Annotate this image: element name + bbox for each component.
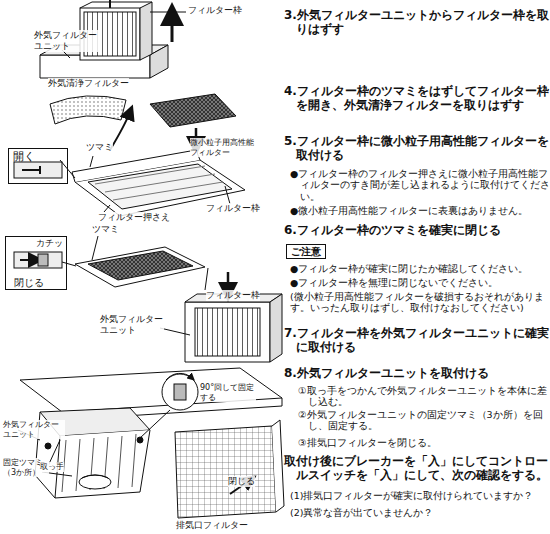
part-label: 外気フィルターユニット <box>100 314 164 336</box>
part-label: 90°回して固定する <box>200 383 256 402</box>
part-label: 取っ手 <box>40 462 64 472</box>
part-label: 排気口フィルター <box>176 520 248 531</box>
part-label: フィルター枠 <box>206 290 260 301</box>
caution-box: ご注意 <box>286 244 326 259</box>
instruction-text: ●フィルター枠を無理に閉じないでください。 <box>290 277 550 288</box>
part-label: ツマミ <box>86 142 113 153</box>
part-label: 外気フィルターユニット <box>34 30 100 52</box>
instruction-text: ●フィルター枠が確実に閉じたか確認してください。 <box>290 263 550 274</box>
part-label: 微小粒子用高性能フィルター <box>190 138 254 157</box>
inset-text: 閉じる <box>14 277 44 288</box>
step-heading: 8.外気フィルターユニットを取付ける <box>284 366 550 380</box>
step-heading: 4.フィルター枠のツマミをはずしてフィルター枠を開き、外気清浄フィルターを取りは… <box>284 84 550 113</box>
step-heading: 3.外気フィルターユニットからフィルター枠を取りはずす <box>284 8 550 37</box>
step-heading: 7.フィルター枠を外気フィルターユニットに確実に取付ける <box>284 326 550 355</box>
instruction-text: (1)排気口フィルターが確実に取付けられていますか？ <box>290 490 546 501</box>
instruction-text: ③排気口フィルターを閉じる。 <box>298 437 550 448</box>
part-label: 閉じる <box>228 476 255 487</box>
step-heading: 6.フィルター枠のツマミを確実に閉じる <box>284 223 550 237</box>
instruction-text: ●フィルター枠のフィルター押さえに微小粒子用高性能フィルターのすき間が差し込まれ… <box>290 168 550 202</box>
part-label: フィルター押さえ <box>98 212 170 223</box>
instruction-text: (2)異常な音が出ていませんか？ <box>290 507 546 518</box>
part-label: フィルター枠 <box>206 203 260 214</box>
part-label: 外気フィルターユニット <box>3 420 65 439</box>
inset-text: 開く <box>13 151 35 163</box>
detail-inset: 開く <box>8 148 68 184</box>
part-label: 外気清浄フィルター <box>48 78 129 89</box>
step-heading: 5.フィルター枠に微小粒子用高性能フィルターを取付ける <box>284 134 550 163</box>
inset-text: カチッ <box>36 239 63 249</box>
part-label: ツマミ <box>92 224 119 235</box>
inset-text: ご注意 <box>291 246 321 257</box>
detail-inset: カチッ閉じる <box>5 236 67 290</box>
instruction-text: (微小粒子用高性能フィルターを破損するおそれがあります。いったん取りはずし、取付… <box>290 291 546 314</box>
instruction-text: ●微小粒子用高性能フィルターに表裏はありません。 <box>290 205 550 216</box>
part-label: フィルター枠 <box>188 5 242 16</box>
instruction-text: ①取っ手をつかんで外気フィルターユニットを本体に差し込む。 <box>298 385 550 408</box>
instruction-text: ②外気フィルターユニットの固定ツマミ（3か所）を回し、固定する。 <box>298 409 550 432</box>
step-heading: 取付け後にブレーカーを「入」にしてコントロールスイッチを「入」にして、次の確認を… <box>284 454 550 483</box>
